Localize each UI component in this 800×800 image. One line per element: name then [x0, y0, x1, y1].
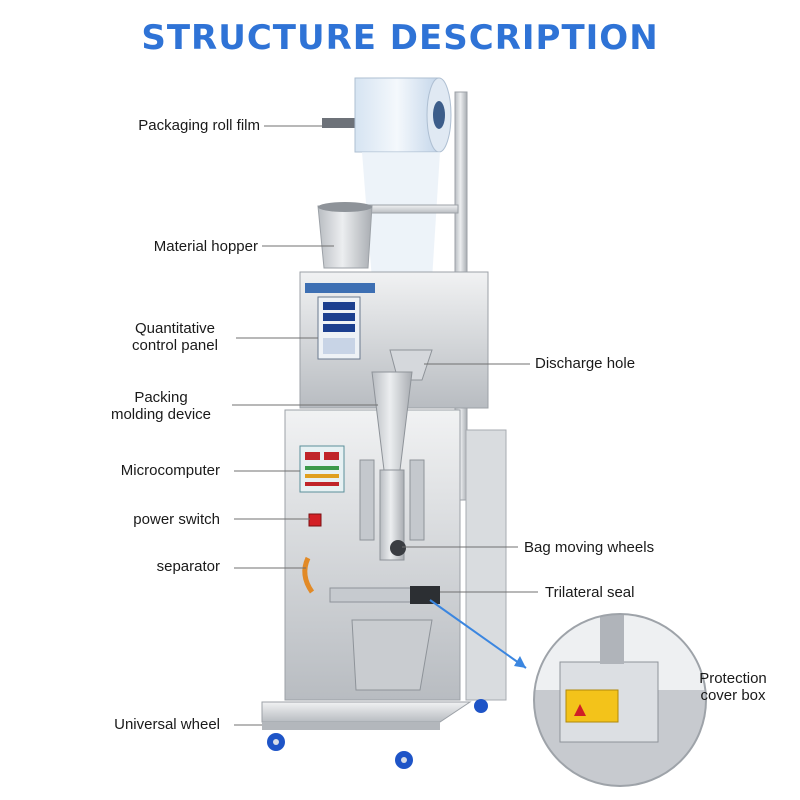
label-packaging-roll-film: Packaging roll film: [138, 117, 260, 134]
bag-moving-wheel: [390, 540, 406, 556]
pole-rear-panel: [465, 429, 507, 701]
label-bag-moving-wheels: Bag moving wheels: [524, 539, 655, 556]
label-quantitative-control-panel: Quantitative control panel: [132, 320, 218, 354]
quantitative-control-panel: [317, 296, 361, 360]
label-trilateral-seal: Trilateral seal: [545, 584, 635, 601]
label-microcomputer: Microcomputer: [120, 462, 220, 479]
discharge-chute: [351, 619, 433, 691]
protection-cover-inset: [533, 613, 707, 787]
label-discharge-hole: Discharge hole: [535, 355, 636, 372]
leader-lines: [232, 125, 538, 726]
label-material-hopper: Material hopper: [153, 238, 258, 255]
roll-film: [322, 77, 452, 280]
vertical-seal-right: [409, 459, 425, 541]
label-packing-molding-device: Packing molding device: [110, 389, 212, 423]
universal-wheel: [474, 699, 488, 713]
warning-label: [565, 689, 619, 723]
machine-base: [261, 701, 472, 723]
label-power-switch: power switch: [133, 511, 220, 528]
page-title: STRUCTURE DESCRIPTION: [141, 18, 659, 58]
vertical-seal-left: [359, 459, 375, 541]
universal-wheel: [267, 733, 285, 751]
power-switch: [308, 513, 322, 527]
upper-panel-strip: [305, 283, 375, 293]
label-universal-wheel: Universal wheel: [114, 716, 220, 733]
microcomputer-panel: [299, 445, 345, 493]
separator: [302, 556, 315, 594]
label-separator: separator: [156, 558, 220, 575]
material-hopper: [317, 202, 459, 269]
callout-arrow: [429, 599, 527, 669]
label-protection-cover-box: Protection cover box: [699, 670, 767, 704]
